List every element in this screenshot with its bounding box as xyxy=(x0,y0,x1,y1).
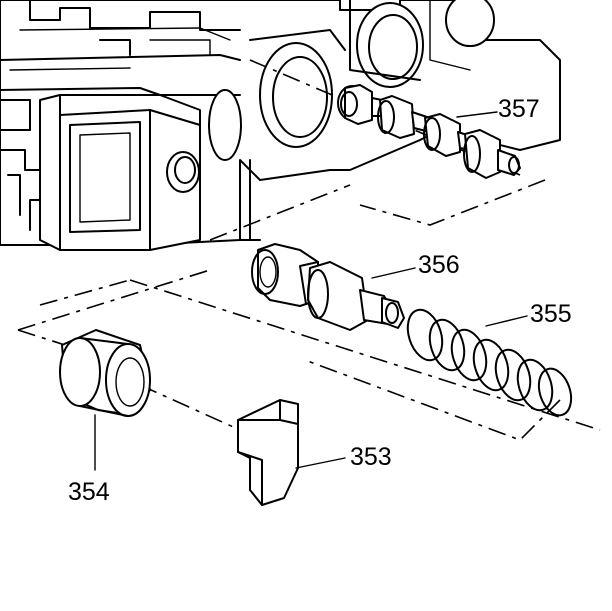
part-356-valve xyxy=(251,243,405,331)
leader-lines xyxy=(94,111,528,471)
part-353-clip xyxy=(237,399,299,506)
callout-353: 353 xyxy=(350,443,392,471)
part-354-plug xyxy=(59,329,151,417)
part-355-spring xyxy=(406,308,573,417)
callout-labels: 357 356 355 354 353 xyxy=(68,95,572,506)
callout-357: 357 xyxy=(498,95,540,123)
leader-356 xyxy=(371,267,416,279)
leader-355 xyxy=(485,315,528,327)
part-357-valve xyxy=(337,84,521,179)
callout-354: 354 xyxy=(68,478,110,506)
callout-356: 356 xyxy=(418,251,460,279)
valve-body-casting xyxy=(0,0,561,251)
leader-357 xyxy=(456,111,498,118)
callout-355: 355 xyxy=(530,300,572,328)
leader-353 xyxy=(295,457,346,469)
